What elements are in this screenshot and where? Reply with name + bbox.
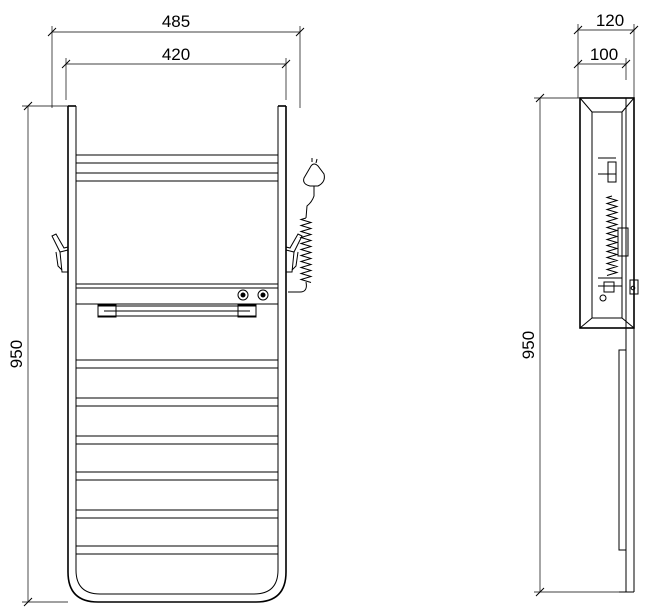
dim-label-950-front: 950 [7, 340, 26, 368]
wall-bracket-left [51, 233, 69, 273]
dim-label-485: 485 [162, 12, 190, 31]
dim-label-120: 120 [596, 11, 624, 30]
front-view: 485 420 950 [7, 12, 325, 607]
side-rail-profile [618, 328, 635, 593]
lower-crossbars [76, 359, 278, 555]
dimension-front-height: 950 [7, 101, 68, 607]
dimension-inner-depth: 100 [573, 45, 631, 80]
top-crossbars [76, 154, 278, 182]
dimension-inner-width: 420 [61, 45, 291, 100]
side-heater-detail [598, 157, 639, 302]
dimension-overall-width: 485 [47, 12, 305, 108]
heater-housing [75, 283, 279, 318]
dim-label-420: 420 [162, 45, 190, 64]
side-wall-box [579, 97, 635, 329]
power-plug-icon [303, 158, 325, 219]
dim-label-950-side: 950 [519, 331, 538, 359]
coiled-cord [288, 217, 313, 293]
dimension-side-height: 950 [519, 93, 620, 597]
dim-label-100: 100 [590, 45, 618, 64]
wall-bracket-right [285, 233, 303, 273]
towel-rail-frame [67, 105, 287, 603]
dimension-overall-depth: 120 [573, 11, 639, 98]
side-view: 120 100 950 [519, 11, 639, 597]
